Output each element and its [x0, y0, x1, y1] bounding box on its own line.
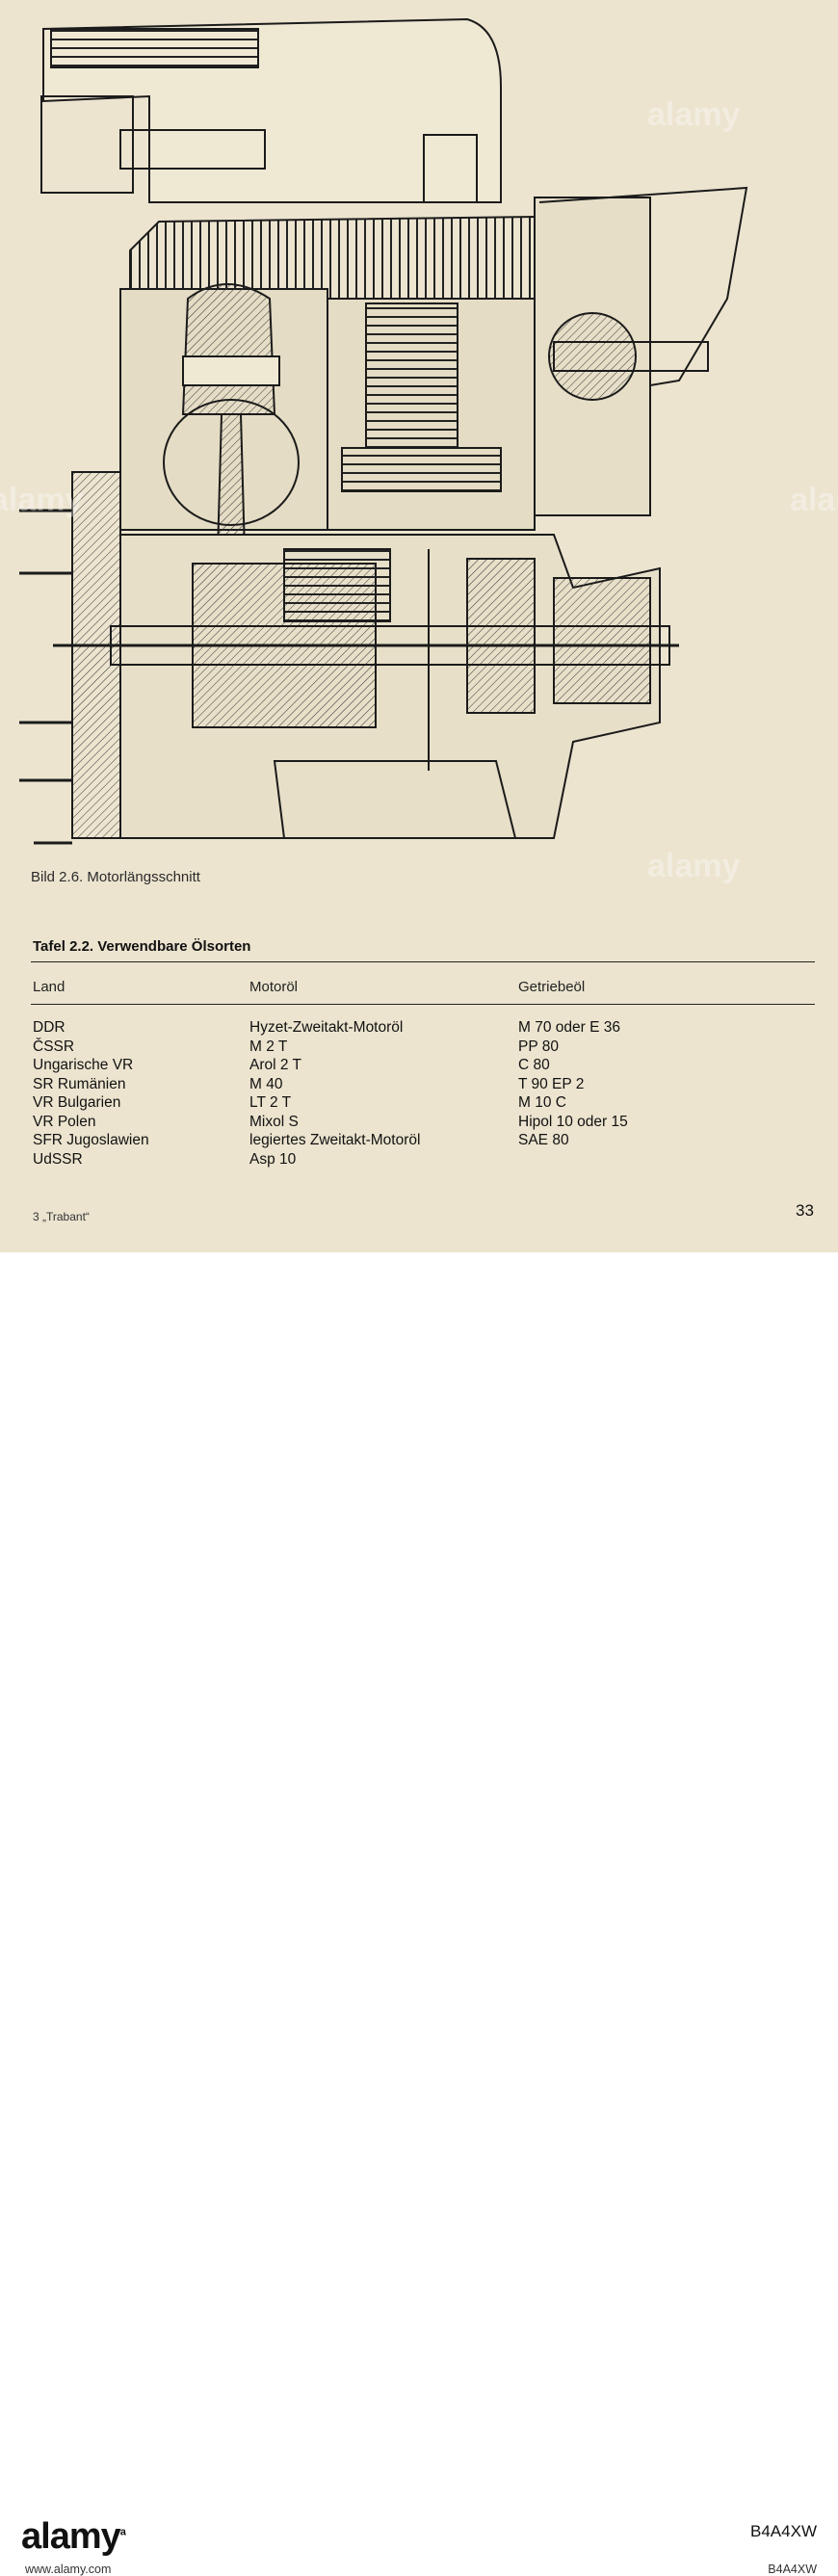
table-cell: SR Rumänien [33, 1075, 126, 1092]
alamy-logo[interactable]: alamya [21, 2516, 126, 2558]
table-cell: SFR Jugoslawien [33, 1132, 149, 1148]
table-cell: Ungarische VR [33, 1057, 134, 1073]
table-cell: C 80 [518, 1057, 550, 1073]
watermark: alamy [790, 482, 838, 518]
table-cell: M 2 T [249, 1038, 288, 1055]
table-cell: M 10 C [518, 1094, 566, 1111]
table-cell: ČSSR [33, 1038, 75, 1055]
table-cell: M 70 oder E 36 [518, 1019, 620, 1036]
watermark: alamy [0, 482, 84, 518]
scanned-book-page: Bild 2.6. Motorlängsschnitt Tafel 2.2. V… [0, 0, 838, 1252]
table-cell: UdSSR [33, 1150, 83, 1168]
table-cell: VR Polen [33, 1113, 96, 1130]
site-url[interactable]: www.alamy.com [25, 2563, 112, 2576]
watermark: alamy [647, 96, 741, 133]
image-id: B4A4XW [750, 2522, 817, 2540]
table-cell: T 90 EP 2 [518, 1075, 585, 1092]
table-cell: Hipol 10 oder 15 [518, 1113, 628, 1130]
table-cell: Mixol S [249, 1113, 299, 1130]
logo-mark: a [119, 2526, 126, 2538]
table-title: Tafel 2.2. Verwendbare Ölsorten [33, 938, 251, 955]
table-cell: legiertes Zweitakt-Motoröl [249, 1132, 421, 1148]
table-top-rule [31, 961, 815, 962]
table-cell: Hyzet-Zweitakt-Motoröl [249, 1019, 404, 1036]
table-header-rule [31, 1004, 815, 1005]
table-cell: SAE 80 [518, 1132, 569, 1148]
image-id-small: B4A4XW [768, 2563, 817, 2576]
column-land: DDR ČSSR Ungarische VR SR Rumänien VR Bu… [33, 1018, 149, 1169]
figure-caption: Bild 2.6. Motorlängsschnitt [31, 869, 200, 885]
footer-book-title: 3 „Trabant“ [33, 1210, 90, 1223]
table-cell: Arol 2 T [249, 1057, 301, 1073]
logo-text: alamy [21, 2516, 121, 2557]
table-cell: Asp 10 [249, 1150, 297, 1168]
column-header-motoroel: Motoröl [249, 979, 299, 995]
engine-cross-section-drawing [19, 17, 748, 845]
column-header-land: Land [33, 979, 65, 995]
table-cell: PP 80 [518, 1038, 559, 1055]
stock-photo-banner: alamya www.alamy.com B4A4XW B4A4XW [0, 1252, 838, 2576]
column-getriebeoel: M 70 oder E 36 PP 80 C 80 T 90 EP 2 M 10… [518, 1018, 628, 1150]
column-motoroel: Hyzet-Zweitakt-Motoröl M 2 T Arol 2 T M … [249, 1018, 420, 1169]
table-cell: M 40 [249, 1075, 283, 1092]
page-number: 33 [796, 1201, 814, 1220]
column-header-getriebeoel: Getriebeöl [518, 979, 586, 995]
table-cell: DDR [33, 1019, 65, 1036]
table-cell: LT 2 T [249, 1094, 292, 1111]
table-cell: VR Bulgarien [33, 1094, 121, 1111]
watermark: alamy [647, 848, 741, 884]
